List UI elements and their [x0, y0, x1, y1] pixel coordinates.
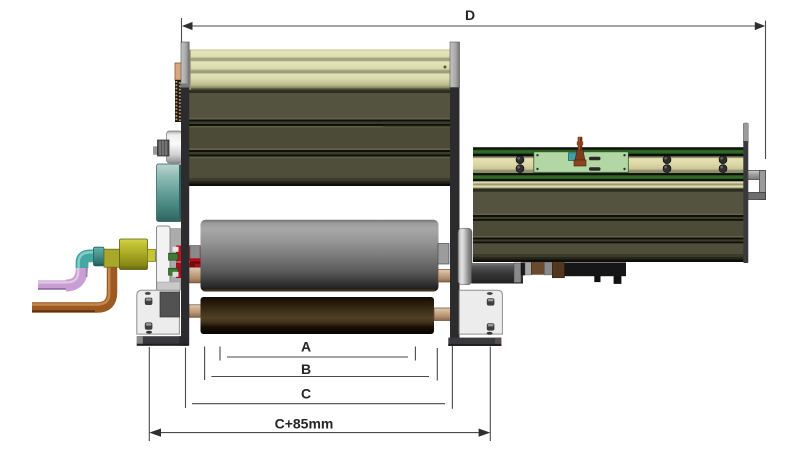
svg-text:D: D: [465, 7, 475, 23]
svg-text:C: C: [301, 386, 311, 402]
svg-text:B: B: [301, 361, 311, 377]
svg-text:A: A: [301, 339, 311, 355]
svg-text:C+85mm: C+85mm: [275, 415, 334, 431]
